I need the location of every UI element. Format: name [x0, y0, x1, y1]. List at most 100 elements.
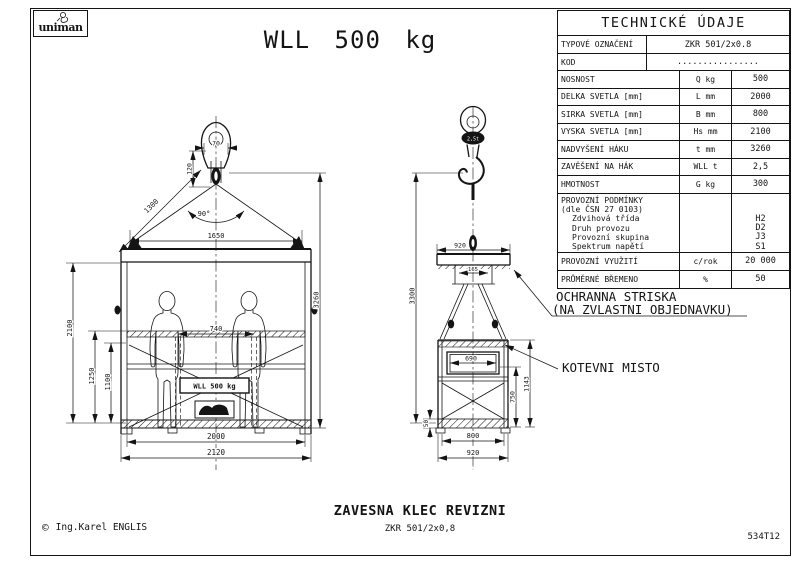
row-unit: % [679, 270, 731, 288]
dim-120: 120 [186, 163, 194, 175]
front-dimensions: 70 120 1300 90° 1650 740 2100 [65, 138, 326, 462]
row-value: 300 [731, 176, 789, 193]
anchor-callout-leader [504, 344, 559, 370]
skid-foot [120, 427, 133, 435]
dim-165: 165 [468, 267, 478, 273]
dim-50: 50 [423, 420, 430, 428]
row-label: VYSKA SVETLA [mm] [561, 127, 643, 137]
condition-item-label: Zdvihová třída [572, 214, 640, 224]
table-row-vyuziti: PROVOZNÍ VYUŽITÍ c/rok 20 000 [558, 251, 789, 270]
row-unit: Hs mm [679, 123, 731, 140]
a-frame-legs [439, 283, 507, 340]
drawing-wll-title: WLL 500 kg [263, 26, 437, 54]
sheet-border-frame [30, 8, 791, 556]
row-value: 50 [731, 270, 789, 288]
dim-1250: 1250 [88, 368, 96, 385]
hook-wll-mark: 2,5t [467, 137, 479, 143]
row-value: 2,5 [731, 158, 789, 175]
anchor-lug-side-left [447, 319, 455, 329]
row-label: NOSNOST [561, 74, 595, 84]
row-unit: t mm [679, 141, 731, 158]
dim-1100: 1100 [104, 374, 112, 391]
dim-2120: 2120 [207, 448, 226, 457]
skid-foot [500, 427, 511, 434]
dim-920-bottom: 920 [467, 449, 480, 457]
row-label: PRŮMĚRNÉ BŘEMENO [561, 274, 639, 284]
logo-hook-doodle-icon [56, 11, 69, 23]
table-row-delka: DELKA SVETLA [mm] L mm 2000 [558, 87, 789, 105]
condition-item-label: Provozní skupina [572, 233, 650, 243]
floor-band-side [437, 418, 509, 429]
dim-3300: 3300 [409, 288, 417, 305]
anchor-lug-side-right [491, 319, 499, 329]
dim-2100: 2100 [66, 320, 74, 337]
dim-1143: 1143 [523, 376, 531, 392]
cage-side-body [435, 339, 511, 434]
conditions-unit-spacer [679, 193, 731, 252]
condition-item-value: S1 [755, 241, 766, 252]
dim-1650: 1650 [208, 232, 225, 240]
logo-box: uniman [33, 10, 88, 37]
roof-panel [436, 253, 511, 269]
person-figure-right [231, 291, 267, 428]
dim-920-top: 920 [454, 242, 466, 250]
wll-plate-label: WLL 500 kg [193, 383, 235, 391]
conditions-subtitle: (dle ČSN 27 0103) [561, 204, 643, 214]
roof-bracket: 165 [452, 265, 495, 285]
row-label: NADVYŠENÍ HÁKU [561, 144, 629, 154]
condition-item-label: Spektrum napětí [572, 242, 645, 252]
copyright-line: © Ing.Karel ENGLIS [42, 521, 147, 534]
logo-text: uniman [38, 21, 83, 34]
copyright-icon: © [42, 521, 49, 534]
maker-plate [194, 400, 235, 419]
sling-lug-right [289, 236, 305, 250]
dim-1300: 1300 [143, 198, 161, 216]
sheet-code: 534T12 [747, 532, 780, 542]
person-figure-left [149, 291, 185, 428]
table-row-vyska: VYSKA SVETLA [mm] Hs mm 2100 [558, 122, 789, 140]
table-row-nosnost: NOSNOST Q kg 500 [558, 70, 789, 88]
condition-item-value: D2 [755, 222, 766, 233]
row-unit: WLL t [679, 158, 731, 175]
roof-callout-line2: (NA ZVLASTNI OBJEDNAVKU) [552, 302, 733, 317]
row-value: 2000 [731, 88, 789, 105]
row-value: 500 [731, 71, 789, 88]
condition-item-value: J3 [755, 232, 766, 243]
side-opening [446, 351, 500, 375]
dim-70: 70 [212, 140, 220, 148]
drawing-name-title: ZAVESNA KLEC REVIZNI [333, 503, 507, 519]
row-label: HMOTNOST [561, 179, 600, 189]
row-value: ................ [646, 54, 789, 70]
table-row-type: TYPOVÉ OZNAČENÍ ZKR 501/2x0.8 [558, 35, 789, 53]
row-label: TYPOVÉ OZNAČENÍ [561, 40, 634, 49]
row-label: PROVOZNÍ VYUŽITÍ [561, 256, 639, 266]
row-value: 2100 [731, 123, 789, 140]
sling-lug-left [127, 236, 143, 250]
row-value: 800 [731, 106, 789, 123]
skid-foot [167, 427, 178, 434]
skid-foot [254, 427, 265, 434]
condition-item-label: Druh provozu [572, 223, 630, 233]
dim-800: 800 [467, 432, 480, 440]
row-label: SIRKA SVETLA [mm] [561, 109, 643, 119]
row-value: 3260 [731, 141, 789, 158]
floor-band-front [120, 419, 312, 429]
anchor-lug-front-right [311, 305, 318, 315]
table-row-zaveseni: ZAVĚŠENÍ NA HÁK WLL t 2,5 [558, 157, 789, 175]
condition-item-value: H2 [755, 213, 766, 224]
anchor-lug-front-left [114, 305, 121, 315]
table-row-nadvyseni: NADVYŠENÍ HÁKU t mm 3260 [558, 140, 789, 158]
skid-foot [435, 427, 446, 434]
conditions-labels: PROVOZNÍ PODMÍNKY (dle ČSN 27 0103) Zdvi… [558, 194, 679, 252]
table-row-kod: KOD ................ [558, 53, 789, 70]
row-value: ZKR 501/2x0.8 [646, 36, 789, 53]
dim-3260: 3260 [313, 292, 321, 309]
dim-angle-90: 90° [198, 210, 211, 218]
author-name: Ing.Karel ENGLIS [55, 522, 148, 533]
table-row-conditions: PROVOZNÍ PODMÍNKY (dle ČSN 27 0103) Zdvi… [558, 192, 789, 252]
side-dimensions: 920 3300 690 750 1143 50 [407, 172, 535, 462]
table-row-hmotnost: HMOTNOST G kg 300 [558, 175, 789, 193]
crane-hook-icon: 2,5t [457, 105, 487, 200]
